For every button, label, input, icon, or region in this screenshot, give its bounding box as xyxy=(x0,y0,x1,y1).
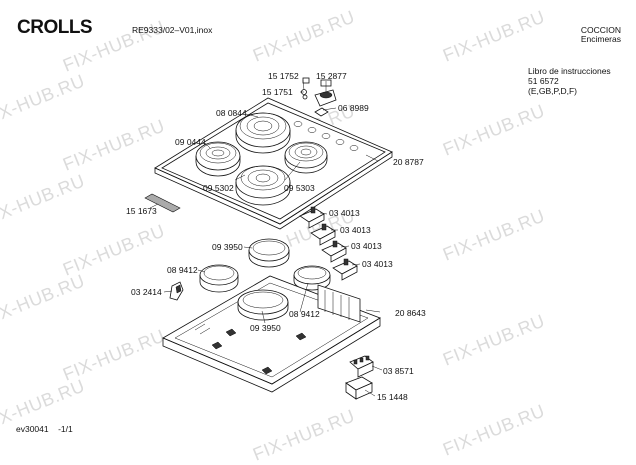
cooktop-plate xyxy=(154,97,393,230)
footer-code: ev30041 xyxy=(16,424,49,434)
leader-lines xyxy=(149,79,383,397)
model-number: RE9333/02–V01,inox xyxy=(132,25,213,35)
element-bowl-back xyxy=(248,238,290,268)
part-number: 09 3950 xyxy=(212,242,243,252)
front-strip xyxy=(144,193,181,213)
switch-group xyxy=(299,206,358,281)
hotplate-large-back xyxy=(235,112,291,154)
part-number: 03 4013 xyxy=(329,208,360,218)
part-number: 15 1448 xyxy=(377,392,408,402)
part-number: 09 5302 xyxy=(203,183,234,193)
part-number: 06 8989 xyxy=(338,103,369,113)
document-reference: Libro de instrucciones 51 6572 (E,GB,P,D… xyxy=(528,66,611,96)
hotplate-front xyxy=(235,165,291,206)
brand-logo: CROLLS xyxy=(17,17,93,38)
document-title: Libro de instrucciones xyxy=(528,66,611,76)
part-number: 03 2414 xyxy=(131,287,162,297)
part-number: 08 0844 xyxy=(216,108,247,118)
part-number: 03 4013 xyxy=(340,225,371,235)
hotplate-left xyxy=(195,141,241,177)
part-number: 09 5303 xyxy=(284,183,315,193)
mounting-bracket xyxy=(169,281,184,301)
knob-part xyxy=(301,77,337,117)
terminal-block xyxy=(349,355,374,378)
part-number: 03 4013 xyxy=(351,241,382,251)
part-number: 20 8787 xyxy=(393,157,424,167)
part-number: 20 8643 xyxy=(395,308,426,318)
element-bowl-left xyxy=(199,264,239,293)
document-number: 51 6572 xyxy=(528,76,559,86)
part-number: 15 1752 xyxy=(268,71,299,81)
cable-cover xyxy=(345,376,373,400)
exploded-parts-diagram xyxy=(144,77,393,400)
part-number: 15 1751 xyxy=(262,87,293,97)
part-number: 09 3950 xyxy=(250,323,281,333)
part-number: 08 9412 xyxy=(289,309,320,319)
part-number: 09 0444 xyxy=(175,137,206,147)
category-label: COCCION xyxy=(580,25,621,35)
bottom-tray xyxy=(162,275,381,393)
part-number: 03 8571 xyxy=(383,366,414,376)
element-bowl-right xyxy=(293,265,331,291)
hotplate-right xyxy=(284,141,328,174)
part-number: 15 1673 xyxy=(126,206,157,216)
subcategory-label: Encimeras xyxy=(580,34,621,44)
footer-reference: ev30041 -1/1 xyxy=(16,424,73,434)
part-number: 15 2877 xyxy=(316,71,347,81)
part-number: 03 4013 xyxy=(362,259,393,269)
document-languages: (E,GB,P,D,F) xyxy=(528,86,577,96)
part-number: 08 9412 xyxy=(167,265,198,275)
footer-page: -1/1 xyxy=(58,424,73,434)
